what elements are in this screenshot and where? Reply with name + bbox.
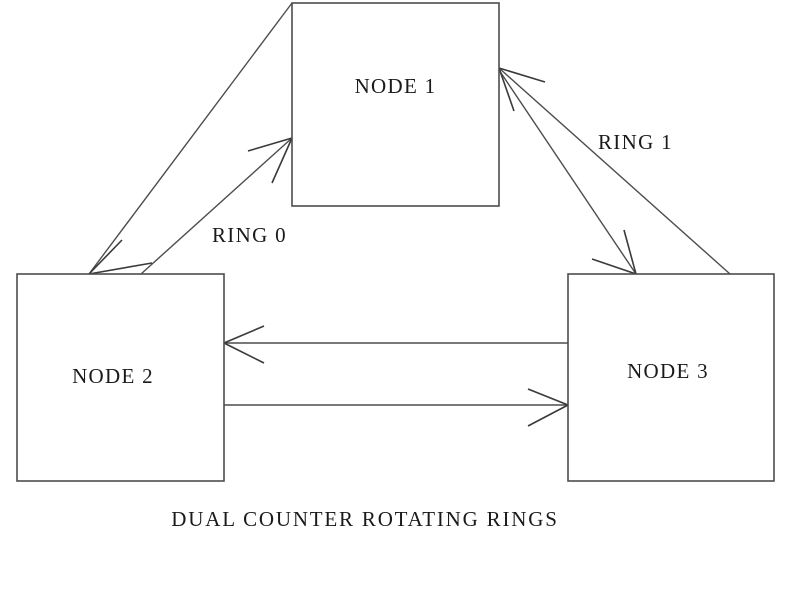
- edge-node2-to-node3: [224, 388, 569, 427]
- edge-node1-to-node2-arrowhead-barb-lower: [88, 262, 153, 275]
- edge-node3-to-node1-arrowhead-barb-upper: [498, 67, 546, 83]
- edge-node1-to-node3-arrowhead-barb-right: [591, 258, 637, 275]
- edge-node1-to-node3: [498, 69, 637, 275]
- edge-node2-to-node1-line: [140, 137, 293, 275]
- edge-node2-to-node1: [140, 137, 293, 275]
- node-node1-box[interactable]: [291, 2, 500, 207]
- ring-label-ring1: RING 1: [598, 130, 673, 154]
- edge-node1-to-node2-line: [88, 2, 293, 275]
- node-node3[interactable]: NODE 3: [567, 273, 775, 482]
- node-node3-box[interactable]: [567, 273, 775, 482]
- edge-node1-to-node3-arrowhead-barb-left: [623, 229, 637, 275]
- edge-node1-to-node2-arrowhead-barb-upper: [88, 239, 123, 275]
- node-node1-label: NODE 1: [355, 74, 437, 98]
- node-node2-label: NODE 2: [72, 364, 154, 388]
- node-node2[interactable]: NODE 2: [16, 273, 225, 482]
- edge-node1-to-node2: [88, 2, 293, 275]
- edge-node2-to-node1-arrowhead-barb-upper: [247, 137, 293, 152]
- edge-node2-to-node1-arrowhead-barb-lower: [271, 137, 293, 184]
- edge-node3-to-node2-arrowhead-barb-upper: [223, 325, 265, 344]
- edge-node3-to-node1: [498, 67, 731, 275]
- node-node1[interactable]: NODE 1: [291, 2, 500, 207]
- edge-node2-to-node3-arrowhead-barb-lower: [527, 404, 569, 427]
- figure-caption: DUAL COUNTER ROTATING RINGS: [171, 507, 558, 531]
- edge-node2-to-node3-arrowhead-barb-upper: [527, 388, 569, 406]
- node-node3-label: NODE 3: [627, 359, 709, 383]
- edge-node3-to-node1-arrowhead-barb-lower: [498, 67, 515, 112]
- edge-node3-to-node1-line: [498, 67, 731, 275]
- edge-node1-to-node3-line: [498, 69, 637, 275]
- ring-label-ring0: RING 0: [212, 223, 287, 247]
- node-node2-box[interactable]: [16, 273, 225, 482]
- edge-node3-to-node2: [223, 325, 568, 364]
- edge-node3-to-node2-arrowhead-barb-lower: [223, 342, 265, 364]
